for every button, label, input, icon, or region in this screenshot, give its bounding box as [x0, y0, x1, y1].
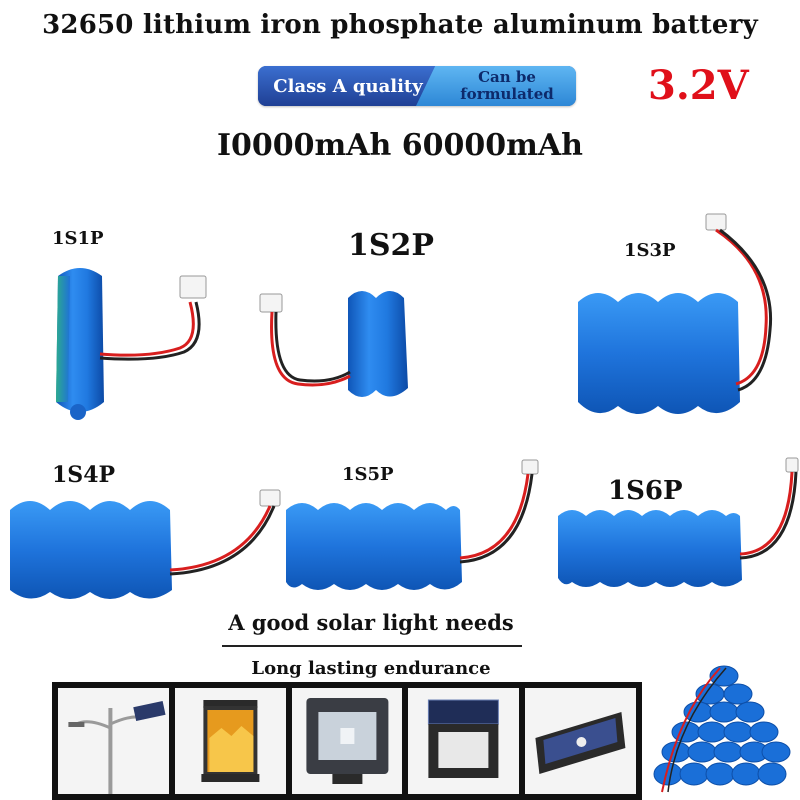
- badge-formulated-line2: formulated: [460, 85, 554, 103]
- product-title: 32650 lithium iron phosphate aluminum ba…: [42, 10, 758, 40]
- config-label-1s4p: 1S4P: [52, 462, 116, 488]
- subtagline: Long lasting endurance: [251, 658, 491, 679]
- tagline-divider: [222, 645, 522, 647]
- config-label-1s6p: 1S6P: [608, 476, 683, 506]
- voltage-label: 3.2V: [648, 62, 749, 109]
- capacity-label: I0000mAh 60000mAh: [216, 128, 583, 163]
- config-label-1s2p: 1S2P: [348, 228, 434, 263]
- battery-pyramid: [648, 654, 800, 800]
- badge-class-a: Class A quality: [258, 66, 438, 106]
- solar-lantern-icon: [174, 688, 286, 794]
- solar-wall-light-icon: [408, 688, 520, 794]
- config-label-1s1p: 1S1P: [52, 228, 104, 249]
- street-light-icon: [58, 688, 169, 794]
- badge-formulated-line1: Can be: [478, 68, 536, 86]
- tagline: A good solar light needs: [228, 610, 514, 635]
- solar-sensor-light-icon: [525, 688, 636, 794]
- battery-1s5p: [282, 458, 542, 598]
- application-strip: [52, 682, 642, 800]
- battery-1s6p: [556, 456, 800, 596]
- battery-1s3p: [570, 206, 790, 426]
- flood-light-icon: [291, 688, 403, 794]
- battery-1s4p: [4, 486, 294, 606]
- quality-badge: Class A quality Can be formulated: [258, 66, 576, 106]
- badge-formulated: Can be formulated: [416, 66, 576, 106]
- battery-1s1p: [40, 262, 230, 432]
- battery-1s2p: [258, 280, 458, 420]
- config-label-1s3p: 1S3P: [624, 240, 676, 261]
- config-label-1s5p: 1S5P: [342, 464, 394, 485]
